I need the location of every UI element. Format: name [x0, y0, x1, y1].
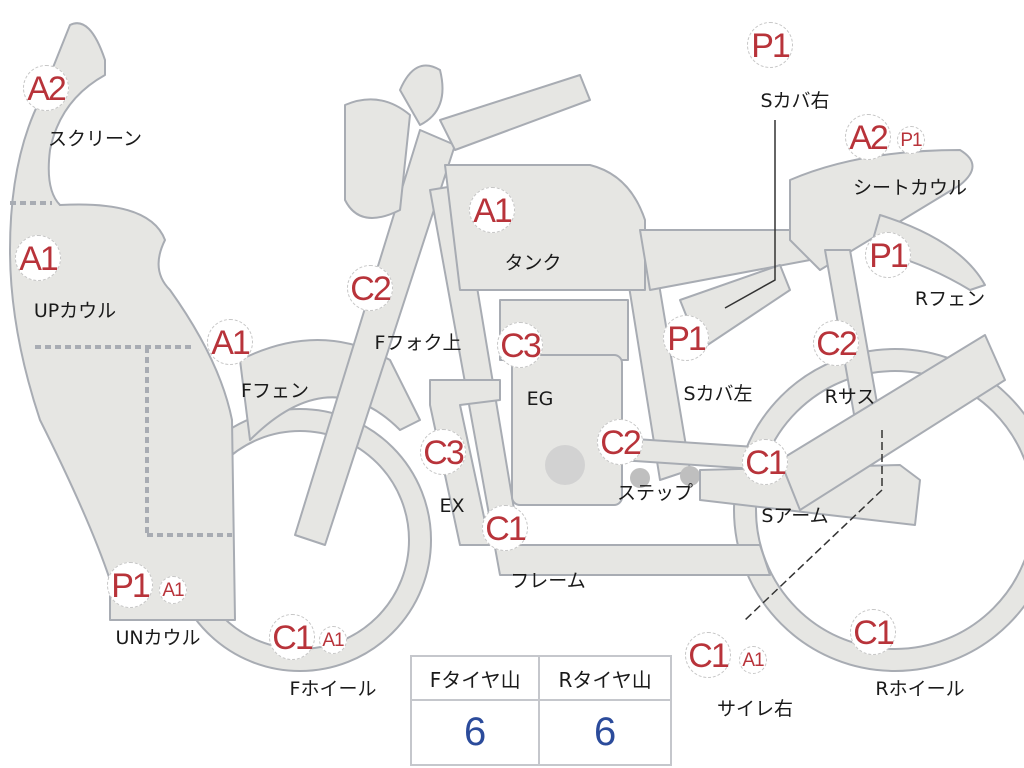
grade-badge-engine: C3	[497, 322, 543, 368]
label-silencer-right: サイレ右	[716, 698, 794, 720]
label-r-fender: Rフェン	[914, 288, 986, 310]
grade-badge-r-suspension: C2	[813, 320, 859, 366]
label-un-cowl: UNカウル	[115, 627, 201, 649]
label-engine: EG	[526, 388, 554, 410]
label-exhaust: EX	[439, 495, 465, 517]
front-tire-header: Fタイヤ山	[409, 655, 541, 701]
grade-badge-un-cowl: P1	[107, 562, 153, 608]
grade-badge-r-fender: P1	[865, 232, 911, 278]
grade-badge-tank: A1	[469, 187, 515, 233]
grade-badge-seat-cowl: A2	[845, 114, 891, 160]
label-r-wheel: Rホイール	[875, 678, 965, 700]
tire-tread-table: Fタイヤ山 Rタイヤ山 6 6	[409, 655, 672, 766]
grade-badge-seat-cowl-secondary: P1	[897, 126, 925, 154]
grade-badge-f-wheel-secondary: A1	[319, 626, 347, 654]
grade-badge-s-cover-left: P1	[663, 315, 709, 361]
label-s-cover-left: Sカバ左	[683, 383, 753, 405]
grade-badge-f-wheel: C1	[269, 614, 315, 660]
label-s-cover-right: Sカバ右	[760, 90, 830, 112]
grade-badge-f-fork-upper: C2	[347, 265, 393, 311]
label-seat-cowl: シートカウル	[852, 177, 968, 199]
label-screen: スクリーン	[47, 128, 143, 150]
grade-badge-swing-arm: C1	[742, 439, 788, 485]
label-step: ステップ	[616, 482, 694, 504]
front-tire-value: 6	[409, 699, 541, 766]
grade-badge-step: C2	[597, 419, 643, 465]
mirror-shape	[399, 64, 444, 126]
label-f-fork-upper: Fフォク上	[374, 332, 462, 354]
grade-badge-silencer-right-secondary: A1	[739, 646, 767, 674]
label-swing-arm: Sアーム	[761, 505, 829, 527]
grade-badge-frame: C1	[482, 505, 528, 551]
seat-cowl-shape	[789, 149, 974, 271]
grade-badge-f-fender: A1	[207, 319, 253, 365]
rear-tire-header: Rタイヤ山	[538, 655, 672, 701]
headlight-shape	[344, 98, 411, 219]
silencer-shape	[779, 334, 1006, 511]
front-cowl-shape	[9, 22, 236, 621]
label-tank: タンク	[504, 252, 562, 274]
grade-badge-r-wheel: C1	[850, 609, 896, 655]
label-r-suspension: Rサス	[824, 386, 876, 408]
grade-badge-s-cover-right: P1	[747, 22, 793, 68]
exhaust-shape	[429, 379, 501, 546]
rear-tire-value: 6	[538, 699, 672, 766]
handlebar-shape	[439, 74, 591, 151]
label-up-cowl: UPカウル	[33, 300, 117, 322]
label-f-wheel: Fホイール	[289, 678, 377, 700]
grade-badge-exhaust: C3	[420, 429, 466, 475]
leader-lines	[724, 120, 883, 621]
grade-badge-silencer-right: C1	[685, 632, 731, 678]
grade-badge-screen: A2	[23, 65, 69, 111]
fork-shape	[294, 129, 456, 546]
label-frame: フレーム	[510, 570, 586, 592]
grade-badge-up-cowl: A1	[15, 235, 61, 281]
grade-badge-un-cowl-secondary: A1	[159, 576, 187, 604]
label-f-fender: Fフェン	[241, 380, 309, 402]
